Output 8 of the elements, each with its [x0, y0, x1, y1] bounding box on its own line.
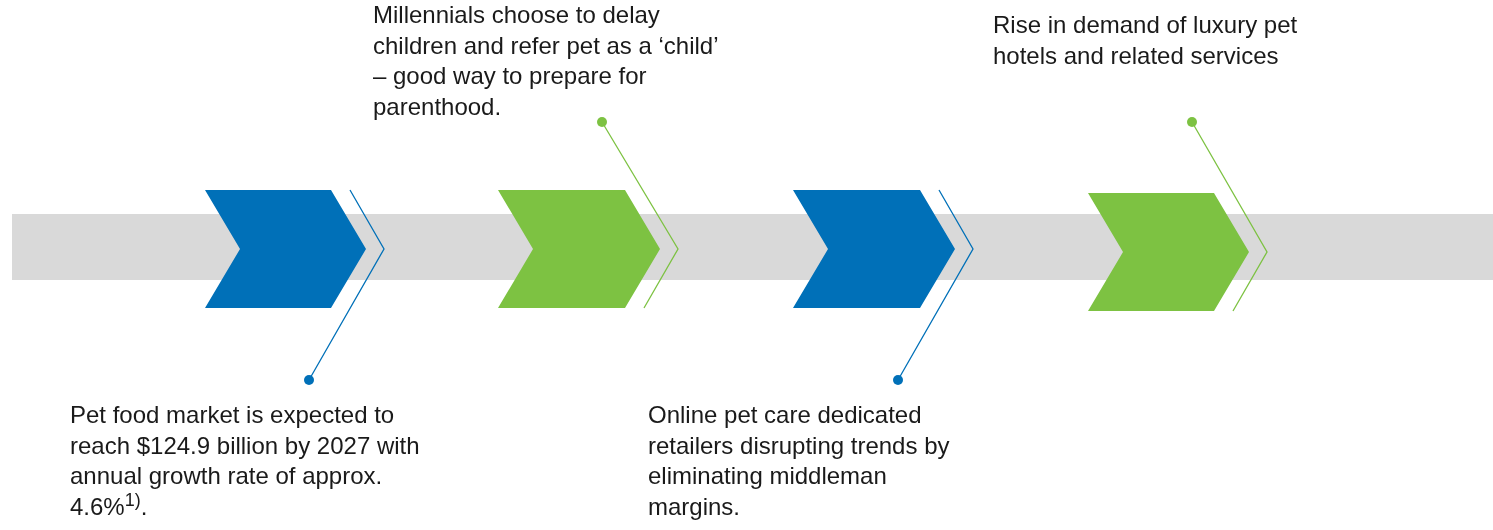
trend-text: Online pet care dedicated retailers disrupting trends by eliminating middleman margins. — [648, 400, 951, 522]
leader-line — [597, 117, 679, 309]
trend-text: Pet food market is expected to reach $124.9 billion by 2027 with annual growth rate of approx. 4.6%$^{1)}$. — [70, 400, 420, 522]
leader-line — [1187, 117, 1268, 312]
trend-text: Rise in demand of luxury pet hotels and related services — [993, 10, 1299, 71]
leader-line — [304, 189, 385, 385]
leader-line — [893, 189, 974, 385]
trend-text: Millennials choose to delay children and refer pet as a ‘child’ – good way to prepare for parenthood. — [373, 0, 718, 122]
